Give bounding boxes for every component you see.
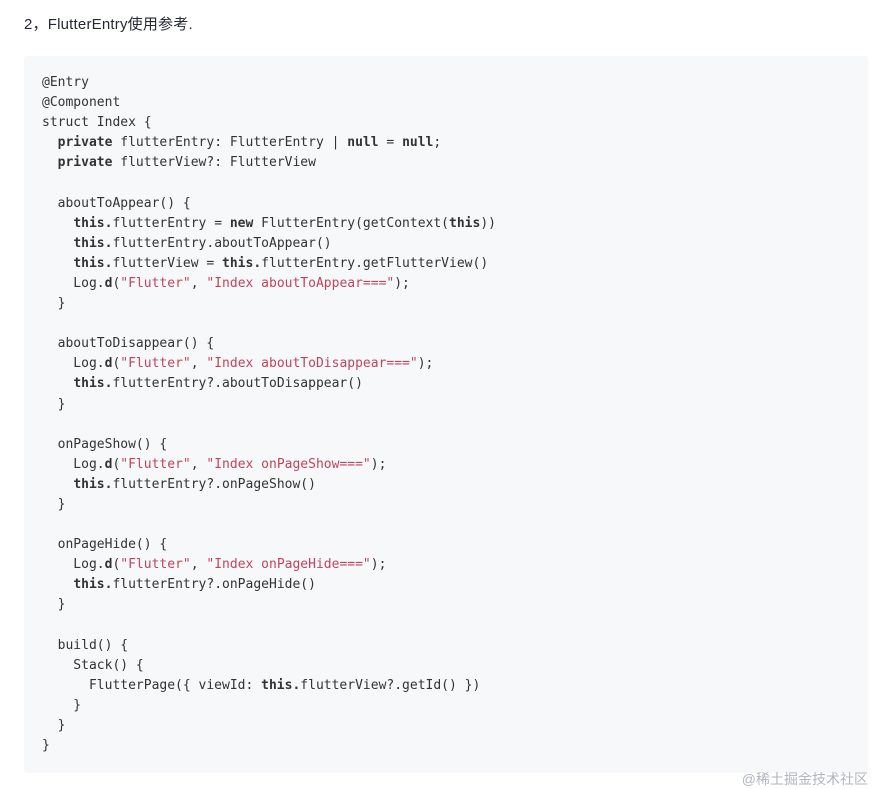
- code-line: @Entry: [42, 75, 89, 90]
- code-line: this.flutterEntry.aboutToAppear(): [73, 235, 332, 251]
- code-line: }: [42, 597, 66, 613]
- code-line: this.flutterEntry?.onPageHide(): [73, 577, 316, 593]
- code-line: onPageShow() {: [42, 436, 168, 452]
- code-line: onPageHide() {: [42, 537, 168, 553]
- code-line: private flutterView?: FlutterView: [57, 155, 316, 171]
- code-line: @Component: [42, 95, 121, 111]
- code-line: [42, 515, 850, 535]
- code-line: Stack() {: [42, 657, 144, 673]
- code-line: [42, 314, 850, 334]
- code-line: }: [42, 738, 50, 754]
- code-line: private flutterEntry: FlutterEntry | nul…: [57, 135, 442, 151]
- code-line: this.flutterEntry = new FlutterEntry(get…: [73, 215, 496, 231]
- code-line: [42, 616, 850, 636]
- watermark: @稀土掘金技术社区: [741, 771, 868, 788]
- section-heading: 2，FlutterEntry使用参考.: [24, 16, 193, 33]
- code-line: this.flutterEntry?.onPageShow(): [73, 476, 316, 492]
- code-line: struct Index {: [42, 115, 152, 131]
- code-block: @Entry @Component struct Index { private f…: [24, 56, 868, 774]
- code-line: aboutToAppear() {: [42, 195, 191, 211]
- code-line: }: [42, 496, 66, 512]
- code-line: Log.d("Flutter", "Index aboutToDisappear…: [42, 356, 434, 372]
- code-line: Log.d("Flutter", "Index onPageHide===");: [42, 557, 387, 573]
- code-line: }: [42, 718, 66, 733]
- code-line: }: [42, 296, 66, 312]
- code-line: this.flutterView = this.flutterEntry.get…: [73, 255, 489, 271]
- code-line: Log.d("Flutter", "Index aboutToAppear===…: [42, 275, 410, 291]
- code-line: [42, 415, 850, 435]
- code-pre: @Entry @Component struct Index { private f…: [42, 73, 850, 756]
- code-line: aboutToDisappear() {: [42, 336, 215, 352]
- code-content: @Entry @Component struct Index { private f…: [42, 73, 850, 756]
- code-line: [42, 173, 850, 193]
- code-line: }: [42, 396, 66, 412]
- code-line: Log.d("Flutter", "Index onPageShow===");: [42, 456, 387, 472]
- code-line: build() {: [42, 637, 129, 653]
- code-line: FlutterPage({ viewId: this.flutterView?.…: [42, 677, 481, 693]
- code-line: this.flutterEntry?.aboutToDisappear(): [73, 376, 363, 392]
- code-line: }: [42, 697, 82, 713]
